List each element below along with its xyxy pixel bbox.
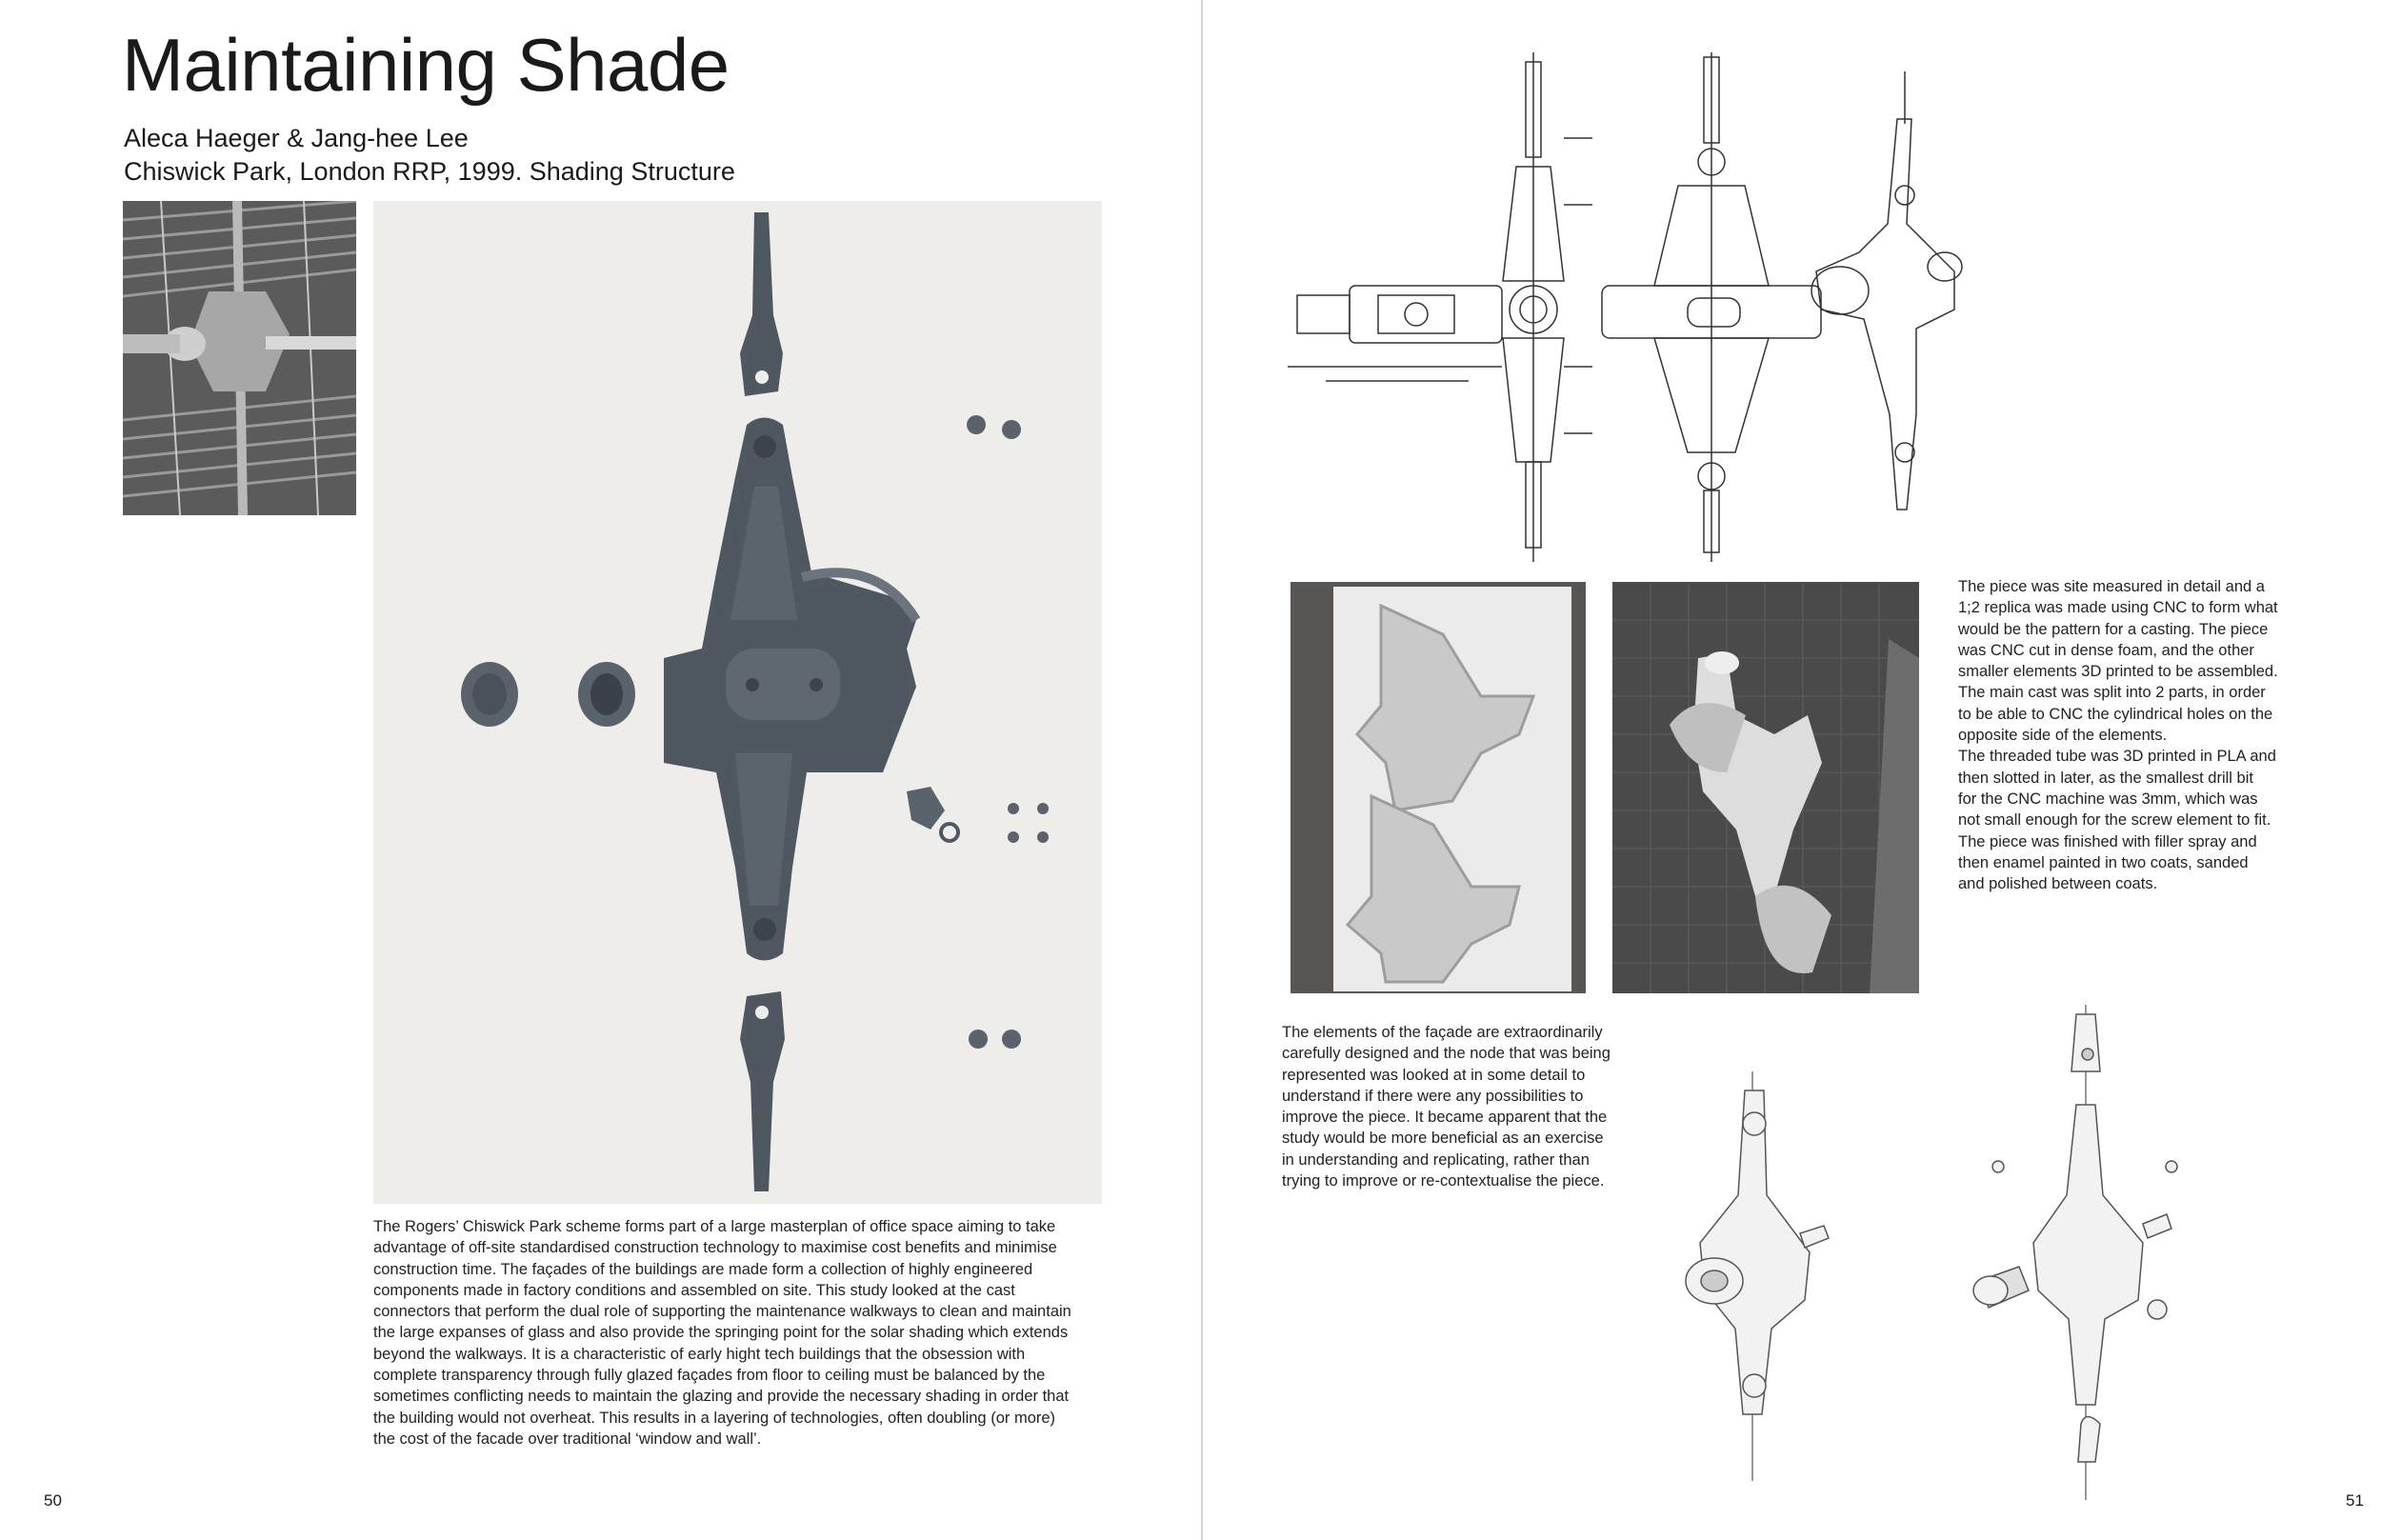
process-paragraph: The piece was site measured in detail an…: [1958, 578, 2278, 893]
page-gutter: [1201, 0, 1203, 1540]
cast-node-photo: [373, 201, 1102, 1204]
page-title: Maintaining Shade: [122, 23, 730, 107]
site-photo: [123, 201, 356, 515]
facade-paragraph: The elements of the façade are extraordi…: [1282, 1024, 1611, 1190]
assembly-photo: [1612, 582, 1919, 993]
isometric-renders: [1676, 1005, 2210, 1500]
foam-mould-photo: [1291, 582, 1586, 993]
subtitle-block: Aleca Haeger & Jang-hee Lee Chiswick Par…: [124, 122, 735, 189]
page-number-left: 50: [44, 1491, 62, 1510]
intro-paragraph: The Rogers’ Chiswick Park scheme forms p…: [373, 1218, 1071, 1448]
project-line: Chiswick Park, London RRP, 1999. Shading…: [124, 157, 735, 186]
authors-line: Aleca Haeger & Jang-hee Lee: [124, 124, 469, 152]
technical-drawings: [1288, 52, 1992, 562]
page-number-right: 51: [2346, 1491, 2364, 1510]
